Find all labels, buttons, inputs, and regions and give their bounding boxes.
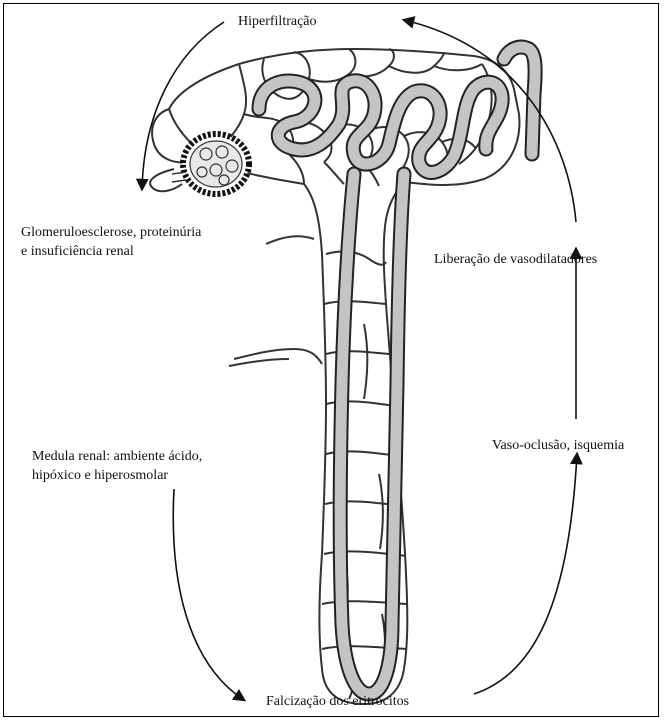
cycle-arrows: [142, 20, 577, 700]
label-glomeruloesclerose-line1: Glomeruloesclerose, proteinúria: [21, 224, 201, 241]
label-medula-renal-line2: hipóxico e hiperosmolar: [32, 467, 168, 484]
label-liberacao-vasodilatadores: Liberação de vasodilatadores: [434, 251, 597, 268]
label-medula-renal-line1: Medula renal: ambiente ácido,: [32, 448, 202, 465]
glomerulus: [172, 134, 249, 194]
label-falcizacao: Falcização dos eritrócitos: [266, 693, 409, 710]
diagram-frame: Hiperfiltração Glomeruloesclerose, prote…: [3, 3, 659, 717]
nephron-illustration: [4, 4, 659, 717]
label-vaso-oclusao: Vaso-oclusão, isquemia: [492, 437, 624, 454]
arrow-medula-to-falcizacao: [173, 489, 244, 700]
label-hiperfiltracao: Hiperfiltração: [238, 13, 317, 30]
tubules: [259, 47, 535, 694]
label-glomeruloesclerose-line2: e insuficiência renal: [21, 243, 134, 260]
arrow-falcizacao-to-vaso-oclusao: [474, 454, 577, 694]
